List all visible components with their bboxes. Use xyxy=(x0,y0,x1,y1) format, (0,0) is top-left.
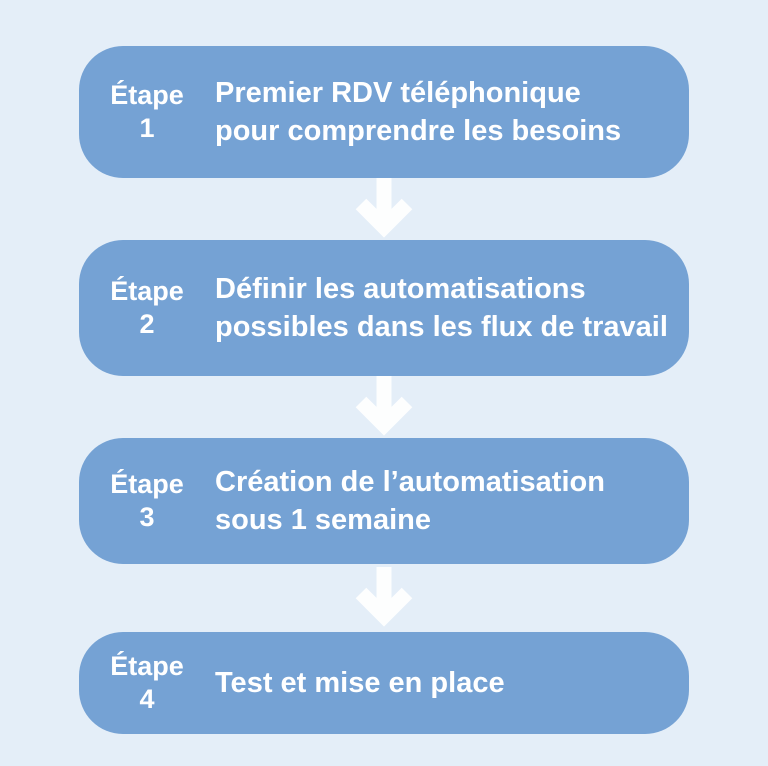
step-label-block: Étape 2 xyxy=(79,275,201,341)
down-arrow-icon xyxy=(355,567,413,627)
step-description: Premier RDV téléphonique pour comprendre… xyxy=(201,74,631,151)
step-text-line: Définir les automatisations xyxy=(215,272,586,305)
step-text-line: sous 1 semaine xyxy=(215,504,431,536)
step-label: Étape xyxy=(110,276,184,307)
step-label: Étape xyxy=(110,651,184,682)
step-text-line: Premier RDV téléphonique xyxy=(215,76,581,109)
step-label-block: Étape 1 xyxy=(79,79,201,145)
step-card-1: Étape 1 Premier RDV téléphonique pour co… xyxy=(79,46,689,178)
step-text-line: possibles dans les flux de travail xyxy=(215,311,668,343)
step-label-block: Étape 3 xyxy=(79,468,201,534)
down-arrow-icon xyxy=(355,376,413,436)
step-text-line: Test et mise en place xyxy=(215,666,505,699)
step-card-3: Étape 3 Création de l’automatisation sou… xyxy=(79,438,689,564)
step-card-2: Étape 2 Définir les automatisations poss… xyxy=(79,240,689,376)
connector-gap xyxy=(79,564,689,632)
step-card-4: Étape 4 Test et mise en place xyxy=(79,632,689,734)
step-text-line: Création de l’automatisation xyxy=(215,465,605,498)
steps-column: Étape 1 Premier RDV téléphonique pour co… xyxy=(79,46,689,734)
step-description: Création de l’automatisation sous 1 sema… xyxy=(201,463,615,540)
connector-gap xyxy=(79,178,689,240)
step-label: Étape xyxy=(110,469,184,500)
step-text-line: pour comprendre les besoins xyxy=(215,115,622,147)
step-number: 3 xyxy=(139,502,155,532)
step-description: Définir les automatisations possibles da… xyxy=(201,270,678,347)
step-description: Test et mise en place xyxy=(201,664,515,702)
step-label: Étape xyxy=(110,80,184,111)
down-arrow-icon xyxy=(355,178,413,238)
step-number: 1 xyxy=(139,113,155,143)
step-label-block: Étape 4 xyxy=(79,650,201,716)
step-number: 4 xyxy=(139,684,155,714)
connector-gap xyxy=(79,376,689,438)
step-number: 2 xyxy=(139,309,155,339)
